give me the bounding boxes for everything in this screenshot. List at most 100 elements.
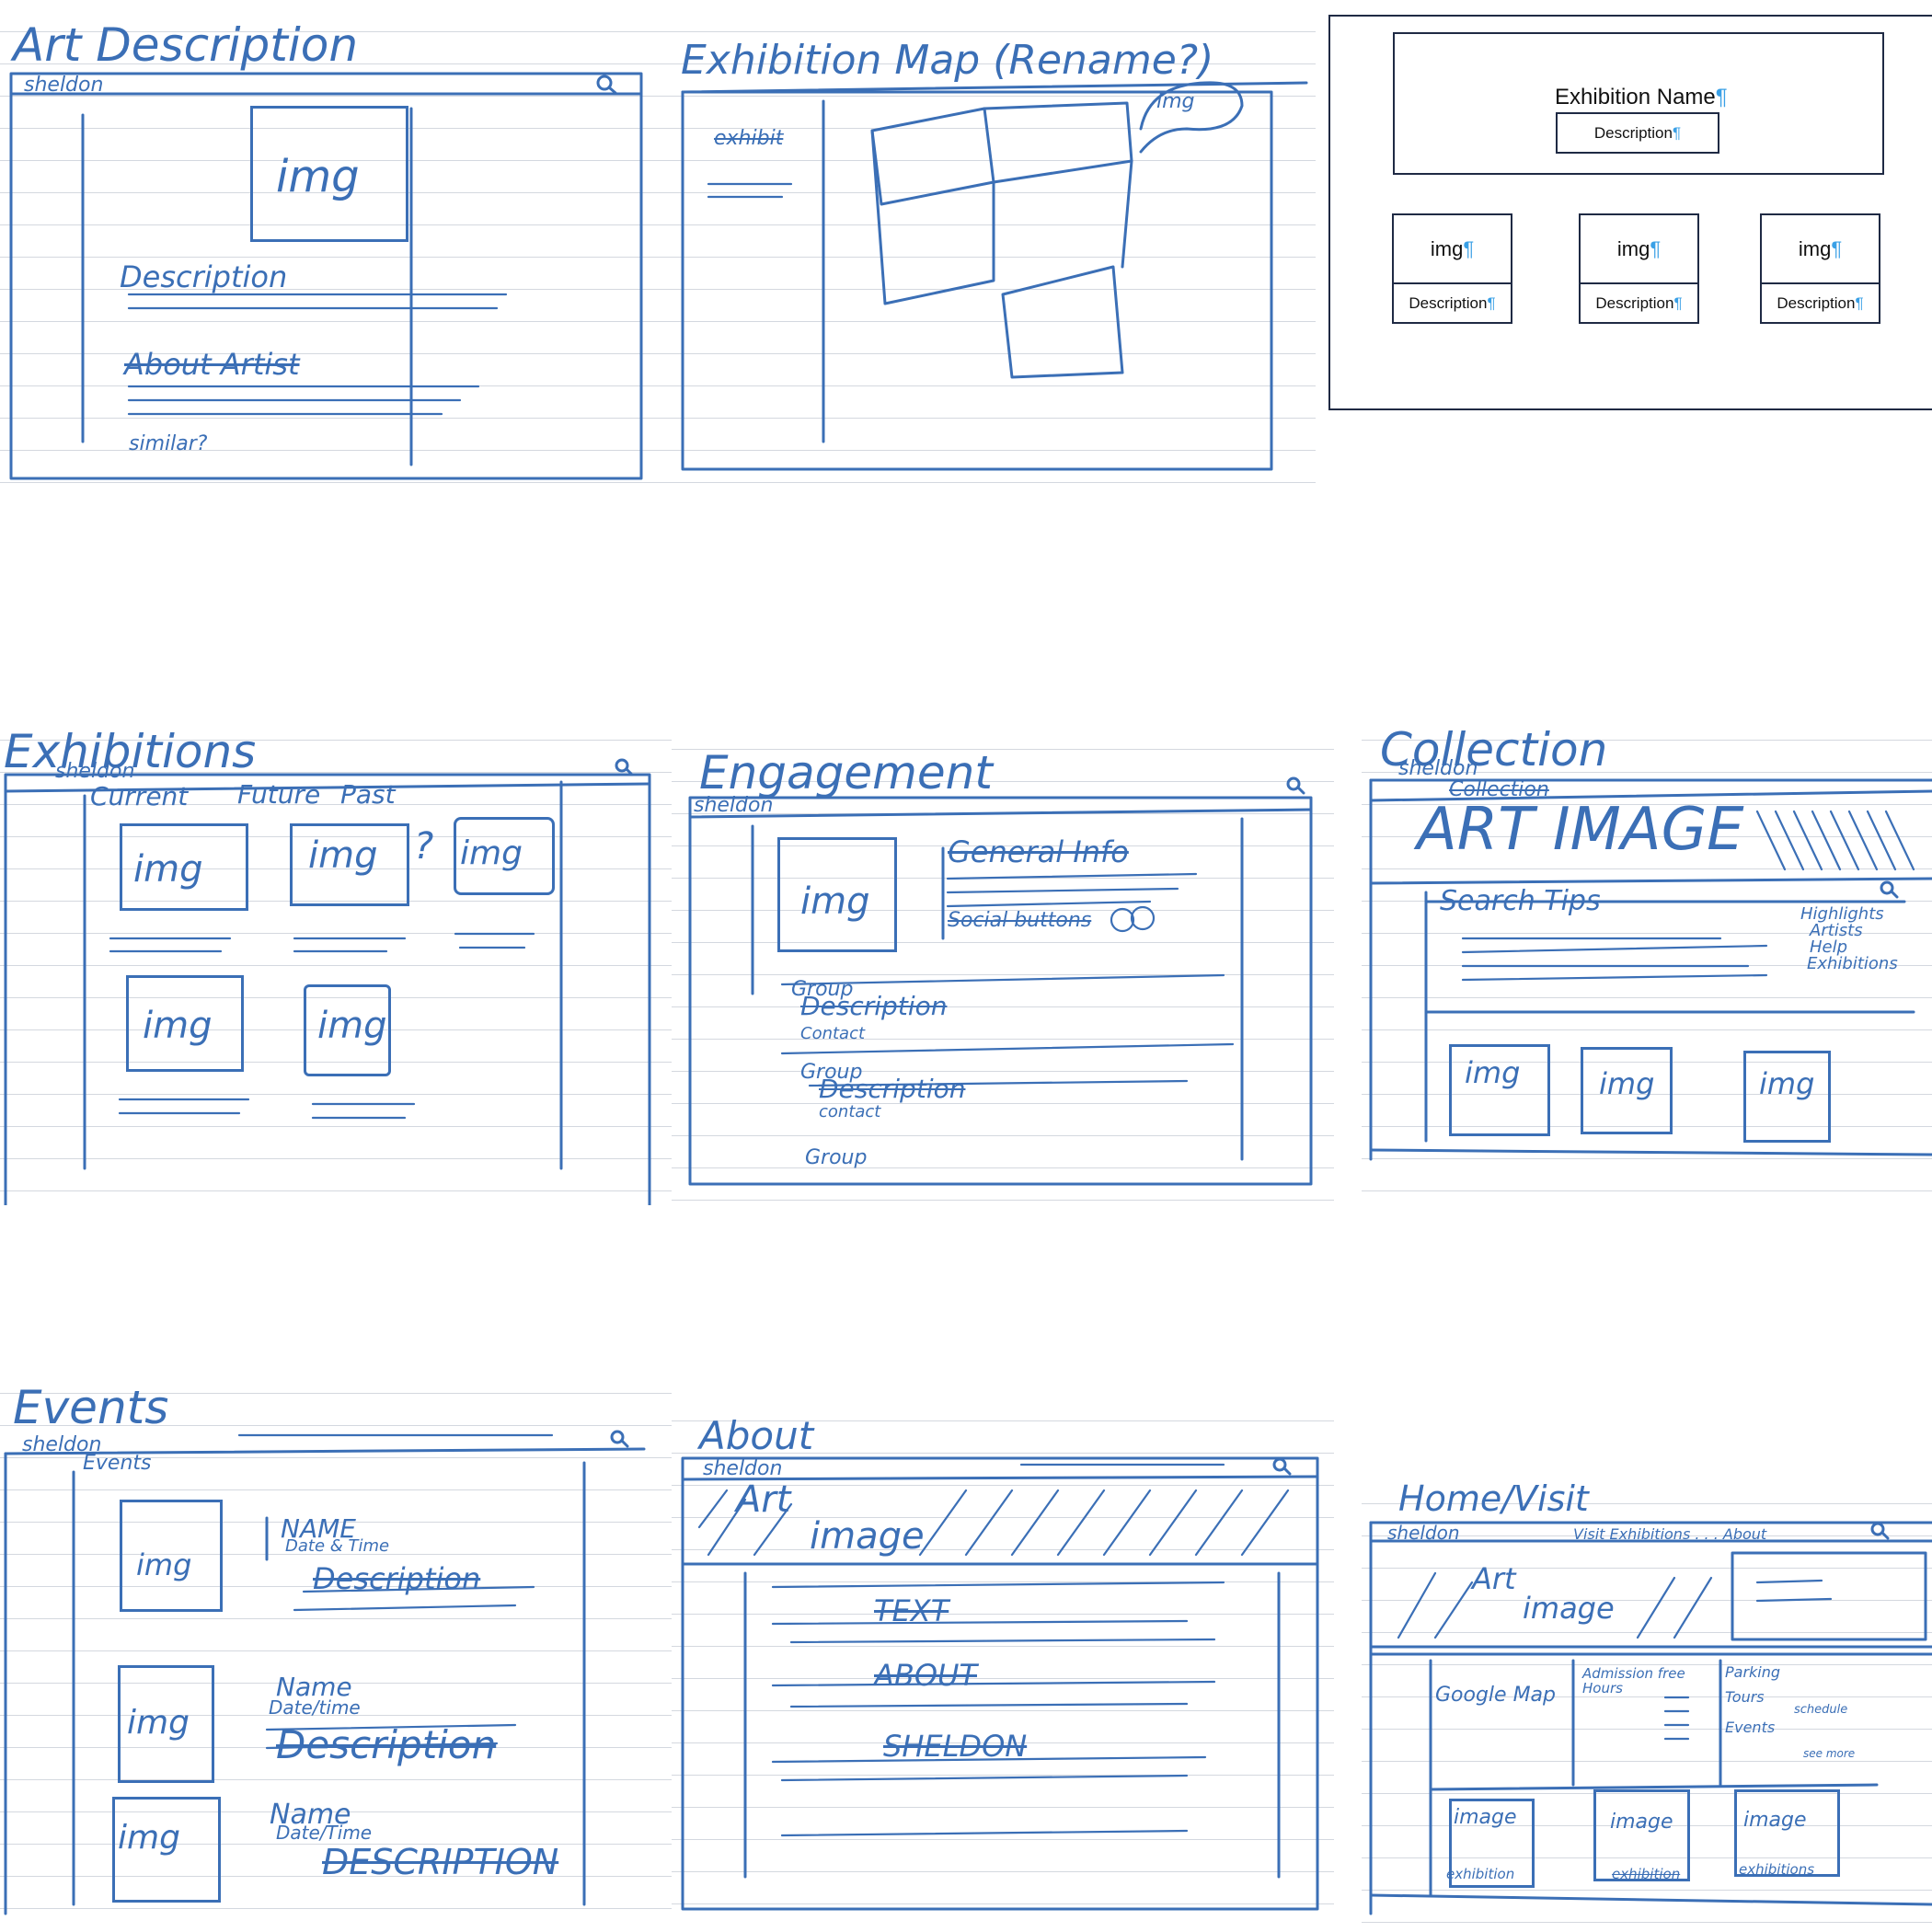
sheet-collection: Collection sheldon Collection ART IMAGE … [1362,708,1932,1205]
typed-description-box: Description¶ [1556,112,1719,154]
exhibition-card[interactable] [1734,1789,1840,1877]
event-image[interactable] [112,1797,221,1903]
event-datetime: Date/Time [276,1822,373,1844]
brand-logo: sheldon [22,1433,102,1456]
collection-item-image[interactable] [1743,1051,1831,1143]
group-contact[interactable]: Contact [800,1024,866,1043]
sheet-title: Engagement [699,746,993,799]
brand-logo: sheldon [1398,757,1478,780]
brand-logo: sheldon [24,74,104,97]
collection-nav-item[interactable]: Collection [1449,778,1549,801]
top-nav[interactable]: Visit Exhibitions . . . About [1573,1525,1767,1543]
google-map[interactable]: Google Map [1435,1684,1557,1707]
description-text: Description¶ [1593,123,1682,142]
item-img-box: img¶ [1760,213,1880,284]
sidebar-item-help[interactable]: Help [1810,937,1848,957]
brand-logo: sheldon [694,794,774,817]
exhibition-card-image[interactable] [290,823,409,906]
img-label: img [460,834,523,872]
card-image-label: image [1454,1806,1517,1829]
group-label: Group [805,1146,868,1169]
hero-image-label: image [810,1515,925,1558]
sidebar-item-artists[interactable]: Artists [1810,921,1863,940]
hero-art-label: Art [736,1478,791,1521]
typed-header-box [1393,32,1884,175]
tab-current[interactable]: Current [90,781,189,811]
card-image-label: image [1610,1811,1673,1834]
sheet-exhibition-map: Exhibition Map (Rename?) exhibit img [672,0,1316,501]
description-text: Description¶ [1595,293,1683,312]
hero-image-label: ART IMAGE [1417,796,1744,864]
events-link[interactable]: Events [1725,1719,1776,1736]
group-label: Group [800,1061,863,1084]
img-label: img [1599,1066,1655,1101]
browser-frame [1369,778,1932,1161]
browser-frame [4,1433,646,1915]
exhibition-card[interactable] [1449,1799,1535,1888]
browser-frame [681,1456,1319,1911]
event-name[interactable]: Name [270,1799,351,1831]
sheet-engagement: Engagement sheldon img General Info Soci… [672,718,1334,1205]
exhibition-card-image[interactable] [454,817,555,895]
tab-future[interactable]: Future [237,779,321,810]
img-label: img [127,1704,190,1742]
search-icon[interactable] [607,1428,631,1448]
social-buttons[interactable]: Social buttons [948,909,1092,932]
event-image[interactable] [120,1500,223,1612]
search-icon[interactable] [1270,1455,1294,1476]
collection-item-image[interactable] [1581,1047,1673,1134]
sidebar-item-highlights[interactable]: Highlights [1800,904,1884,924]
exhibition-card-image[interactable] [120,823,248,911]
search-tips-heading[interactable]: Search Tips [1440,885,1601,917]
card-label[interactable]: exhibition [1446,1866,1515,1882]
general-info-heading: General Info [948,834,1129,869]
typed-frame [1328,15,1932,410]
img-label: img [118,1819,180,1857]
card-label[interactable]: exhibition [1612,1866,1681,1882]
see-more-link[interactable]: see more [1803,1747,1856,1760]
sheet-exhibitions: Exhibitions sheldon Current Future Past … [0,708,672,1205]
item-img-box: img¶ [1392,213,1512,284]
sheet-about: About sheldon Art image TEXT ABOUT SHELD… [672,1389,1334,1932]
item-img-box: img¶ [1579,213,1699,284]
img-label: img [136,1547,192,1582]
sidebar-item-exhibitions[interactable]: Exhibitions [1807,954,1898,973]
description-text: Description¶ [1409,293,1496,312]
card-label[interactable]: exhibitions [1739,1861,1815,1878]
collection-item-image[interactable] [1449,1044,1550,1136]
sheet-exhibition-typed: Exhibition Name¶ Description¶ img¶ Descr… [1325,0,1932,423]
tours-link[interactable]: Tours [1725,1688,1765,1706]
event-name[interactable]: Name [276,1672,352,1702]
img-label: img [308,834,378,877]
admission-info: Admission free [1582,1665,1685,1682]
item-description-box: Description¶ [1392,282,1512,324]
schedule-link[interactable]: schedule [1794,1703,1848,1717]
about-text-line: ABOUT [874,1658,977,1693]
search-icon[interactable] [1877,879,1901,899]
event-image[interactable] [118,1665,214,1783]
sheet-title: Art Description [13,18,359,72]
exhibition-card-image[interactable] [126,975,244,1072]
event-name[interactable]: NAME [281,1513,356,1544]
similar-link[interactable]: similar? [129,432,208,455]
img-label: img¶ [1616,236,1662,260]
card-image-label: image [1743,1809,1807,1832]
search-icon[interactable] [593,74,619,94]
popup-img-label: img [1156,90,1195,113]
sheet-art-description: Art Description sheldon img Description … [0,0,672,501]
description-text: Description¶ [1777,293,1864,312]
search-icon[interactable] [612,756,636,776]
img-label: img [1759,1066,1815,1101]
sheet-events: Events sheldon Events img NAME Date & Ti… [0,1362,672,1932]
art-image-placeholder [250,106,408,242]
search-icon[interactable] [1283,775,1307,795]
exhibition-card-image[interactable] [304,984,391,1076]
browser-frame [4,773,651,1205]
browser-frame [1369,1521,1932,1915]
tab-past[interactable]: Past [340,779,396,810]
group-contact[interactable]: contact [819,1102,881,1121]
exhibition-card[interactable] [1593,1789,1690,1881]
search-icon[interactable] [1868,1520,1892,1540]
sheet-title: Collection [1380,723,1608,776]
hero-image-label: image [1523,1591,1615,1626]
